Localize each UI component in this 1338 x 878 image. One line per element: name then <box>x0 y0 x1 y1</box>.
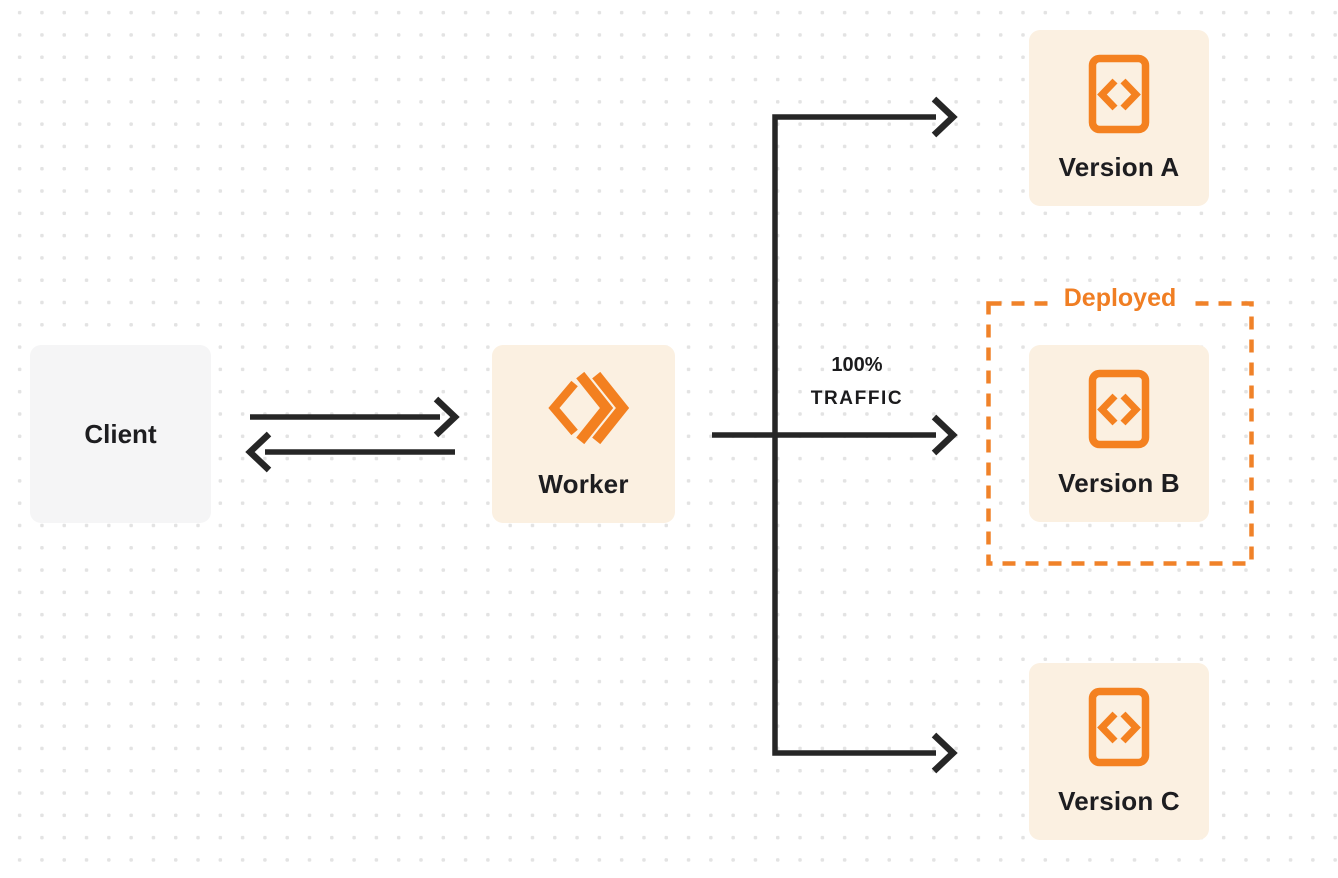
client-to-worker-arrowhead <box>433 396 460 438</box>
version-b-label: Version B <box>1058 468 1180 498</box>
version-a-node: Version A <box>1029 30 1209 206</box>
version-c-label: Version C <box>1058 786 1180 816</box>
deployed-frame: Deployed <box>986 284 1254 566</box>
client-node: Client <box>30 345 211 523</box>
version-a-label: Version A <box>1058 152 1180 182</box>
version-c-node: Version C <box>1029 663 1209 840</box>
code-file-icon <box>1088 369 1150 449</box>
branch-trunk-line <box>772 114 936 756</box>
worker-node: Worker <box>492 345 675 523</box>
deployed-dashed-border <box>986 301 1254 566</box>
version-c-arrowhead <box>931 732 958 774</box>
traffic-annotation: 100% TRAFFIC <box>779 349 935 415</box>
deployed-label: Deployed <box>1051 284 1189 313</box>
workers-logo-icon <box>547 371 629 445</box>
traffic-percent-text: 100% <box>831 354 883 376</box>
client-label: Client <box>84 418 157 449</box>
code-file-icon <box>1088 687 1150 767</box>
version-b-node: Version B <box>1029 345 1209 522</box>
worker-to-client-arrowhead <box>245 431 272 473</box>
traffic-word-text: TRAFFIC <box>810 388 904 409</box>
code-file-icon <box>1088 54 1150 134</box>
worker-label: Worker <box>538 469 629 499</box>
version-a-arrowhead <box>931 96 958 138</box>
version-b-arrowhead <box>931 414 958 456</box>
